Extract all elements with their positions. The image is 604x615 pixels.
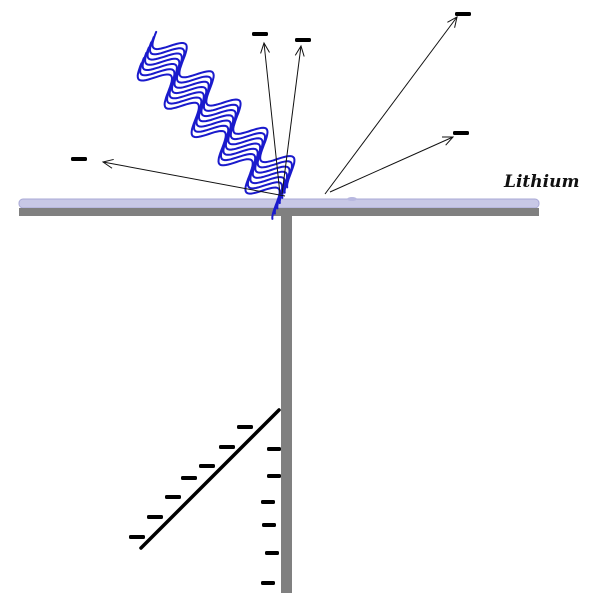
light-wave-strand (141, 51, 286, 210)
light-wave-strand (139, 57, 284, 215)
emitted-electron-charges (71, 12, 471, 161)
arrow-head (294, 44, 305, 57)
light-wave-strand (151, 30, 296, 189)
electroscope-leaf (139, 408, 281, 550)
emitted-electron-arrows (101, 16, 458, 197)
leaf-electron (219, 445, 235, 449)
leaf-electron (237, 425, 253, 429)
leaf-electron (199, 464, 215, 468)
rod-electron (261, 500, 275, 504)
rod-electron (261, 581, 275, 585)
rod-electron (267, 447, 281, 451)
leaf-electron (147, 515, 163, 519)
support-rod (281, 215, 292, 593)
electron-path-arrow (324, 16, 458, 195)
electron-path-arrow (281, 45, 302, 195)
rod-electron (267, 474, 281, 478)
electron-path-arrow (263, 42, 281, 195)
rod-electron (262, 523, 276, 527)
material-label: Lithium (503, 172, 579, 192)
arrow-head (441, 136, 455, 146)
emitted-electron (455, 12, 471, 16)
emitted-electron (295, 38, 311, 42)
arrow-head (447, 16, 458, 28)
leaf-electron (181, 476, 197, 480)
light-wave (136, 30, 296, 220)
light-wave-strand (144, 46, 288, 205)
light-wave-strand (136, 62, 281, 220)
plate-crossbar (19, 208, 539, 216)
light-wave-strand (146, 41, 291, 199)
surface-bump (347, 197, 357, 201)
emitted-electron (71, 157, 87, 161)
arrow-head (260, 41, 270, 54)
rod-electron (265, 551, 279, 555)
leaf-electron (129, 535, 145, 539)
rod-charges (261, 447, 281, 585)
light-wave-strand (148, 36, 293, 194)
electron-path-arrow (329, 136, 454, 193)
emitted-electron (252, 32, 268, 36)
arrow-head (101, 158, 114, 169)
leaf-electron (165, 495, 181, 499)
electron-path-arrow (102, 161, 286, 197)
leaf-charges (129, 425, 253, 539)
emitted-electron (453, 131, 469, 135)
